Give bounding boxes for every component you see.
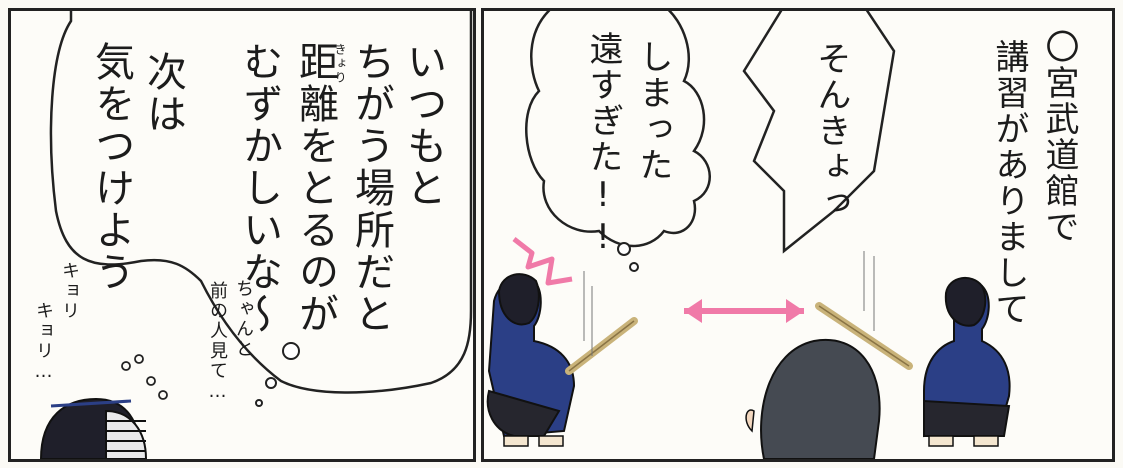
speech-bubble-right [742, 11, 896, 254]
speech-sonkyo: そんきょっ [811, 41, 851, 221]
left-kendoka [486, 273, 576, 447]
right-kendoka [923, 277, 1011, 447]
left-panel-art [39, 11, 473, 459]
speech-bubble-left [49, 11, 473, 394]
right-panel-art [486, 11, 1011, 459]
speech-line-2: ちがう場所だと [348, 41, 394, 335]
sfx-kyori-1: キョリ [59, 261, 80, 321]
speech-line-1: いつもと [400, 41, 446, 209]
narration-line-1: 〇宮武道館で [1039, 29, 1079, 245]
pink-shock-mark [512, 237, 573, 286]
left-panel: いつもと ちがう場所だと きょり 距離をとるのが むずかしいな〜 次は 気をつけ… [8, 8, 476, 462]
side-note-1: ちゃんと [233, 279, 254, 359]
observer-head [745, 338, 881, 459]
distance-arrow [684, 299, 804, 323]
speech-line-5: 次は [140, 51, 186, 135]
speech-line-3: 距離をとるのが [292, 41, 338, 335]
men-helmet-illustration [39, 397, 148, 459]
sfx-kyori-2: キョリ… [33, 301, 54, 384]
narration-line-2: 講習がありまして [989, 39, 1029, 327]
thought-line-2: 遠すぎた!! [583, 31, 623, 259]
speech-line-4: むずかしいな〜 [236, 41, 282, 335]
thought-bubble [525, 11, 711, 248]
speech-line-6: 気をつけよう [88, 41, 134, 293]
thought-line-1: しまった [633, 39, 673, 183]
right-panel: 〇宮武道館で 講習がありまして そんきょっ しまった 遠すぎた!! [481, 8, 1115, 462]
ruby-kyori: きょり [333, 43, 347, 85]
side-note-2: 前の人見て… [207, 281, 228, 404]
